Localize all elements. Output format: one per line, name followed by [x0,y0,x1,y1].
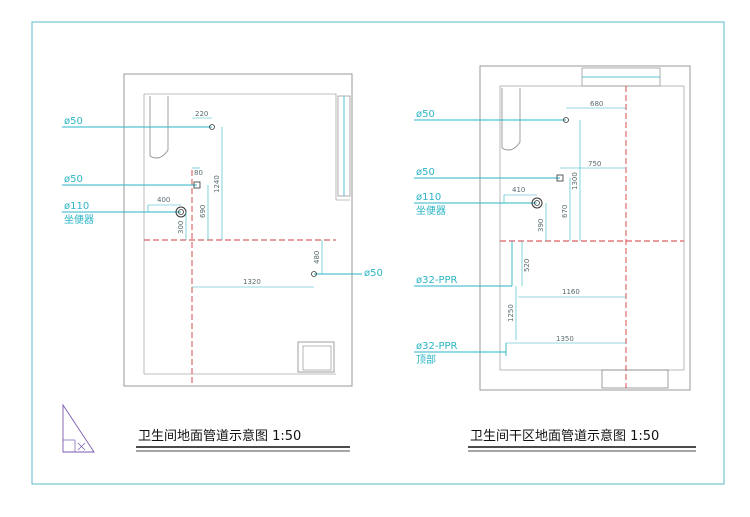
right-threshold [601,369,669,389]
left-pipe-c-label: ø110 [64,201,89,212]
right-inner-wall [499,85,685,371]
left-dim-1320: 1320 [243,278,261,286]
left-toilet-drain-inner [178,209,184,215]
left-dim-80: 80 [194,169,203,177]
right-dim-1350: 1350 [556,335,574,343]
right-pipe-a-label: ø50 [416,109,435,120]
left-basin [149,96,169,159]
sheet-frame [31,21,725,485]
left-toilet-label: 坐便器 [64,213,94,226]
left-pipe-b-drain [193,181,201,189]
left-plan-title: 卫生间地面管道示意图 1:50 [138,428,301,444]
right-dim-520: 520 [523,259,531,272]
left-pipe-a-drain [209,124,215,130]
right-pipe-b-label: ø50 [416,167,435,178]
triangle-symbol-icon [62,403,95,453]
right-toilet-label: 坐便器 [416,204,446,217]
left-pipe-right-drain [311,271,317,277]
right-pipe-b-drain [556,174,564,182]
left-pipe-right-label: ø50 [364,268,383,279]
left-dim-220: 220 [195,110,208,118]
left-outer-wall [123,73,353,387]
left-dim-690: 690 [199,205,207,218]
right-dim-1160: 1160 [562,288,580,296]
left-dim-400: 400 [157,196,170,204]
left-inner-wall [144,93,350,201]
right-outer-wall [479,65,691,391]
right-dim-680: 680 [590,100,603,108]
left-pipe-b-label: ø50 [64,174,83,185]
left-dim-300: 300 [177,221,185,234]
right-dim-390: 390 [537,219,545,232]
right-plan: ø50 ø50 ø110 坐便器 ø32-PPR ø32-PPR 顶部 680 … [414,65,696,452]
right-pipe-c-label: ø110 [416,192,441,203]
left-plan: ø50 ø50 ø110 坐便器 ø50 220 80 400 1240 690… [62,73,383,452]
right-basin [501,88,521,151]
right-dim-1300: 1300 [571,172,579,190]
right-dim-670: 670 [561,205,569,218]
right-plan-title: 卫生间干区地面管道示意图 1:50 [470,428,659,444]
right-toilet-drain [531,197,543,209]
right-dim-410: 410 [512,186,525,194]
left-pipe-a-label: ø50 [64,116,83,127]
right-ppr1-label: ø32-PPR [416,275,458,286]
right-dim-750: 750 [588,160,601,168]
left-dim-1240: 1240 [213,175,221,193]
left-shower-tray [297,341,335,373]
right-ppr2-label: ø32-PPR [416,341,458,352]
left-shower-tray-inner [302,345,332,371]
left-dim-480: 480 [313,251,321,264]
right-pipe-a-drain [563,117,569,123]
right-dim-1250: 1250 [507,304,515,322]
right-top-label: 顶部 [416,353,436,366]
right-toilet-drain-inner [534,200,540,206]
